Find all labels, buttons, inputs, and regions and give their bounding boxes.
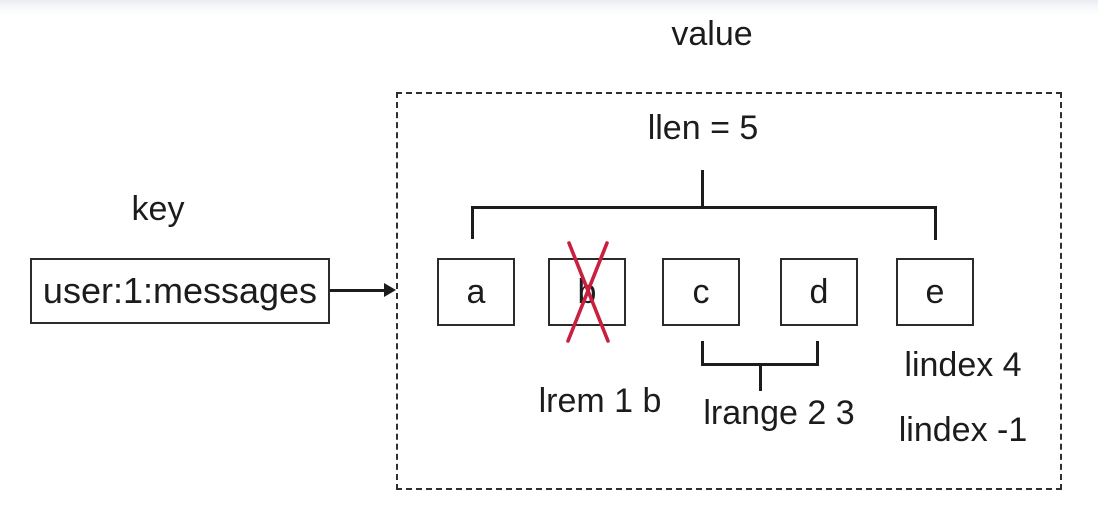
value-container xyxy=(396,92,1062,490)
removed-cross-icon xyxy=(566,241,610,343)
llen-bracket-horizontal xyxy=(471,206,937,209)
list-cell-c: c xyxy=(662,258,740,326)
key-label: key xyxy=(131,190,185,228)
list-cell-b: b xyxy=(548,258,626,326)
list-cell-d: d xyxy=(780,258,858,326)
llen-bracket-left-tick xyxy=(471,206,474,239)
list-cell-a-label: a xyxy=(466,272,486,311)
key-to-value-arrow-line xyxy=(330,289,386,292)
llen-bracket-stem xyxy=(701,170,704,209)
lindex-neg1-label: lindex -1 xyxy=(898,411,1028,449)
list-cell-c-label: c xyxy=(692,272,710,311)
llen-bracket-right-tick xyxy=(934,206,937,240)
lrange-label: lrange 2 3 xyxy=(703,394,855,432)
list-cell-e-label: e xyxy=(925,272,945,311)
key-box-text: user:1:messages xyxy=(42,270,318,311)
value-label: value xyxy=(671,15,753,53)
key-box: user:1:messages xyxy=(30,258,330,324)
list-cell-a: a xyxy=(437,258,515,326)
lrange-bracket-stem xyxy=(759,363,762,391)
list-cell-d-label: d xyxy=(809,272,829,311)
key-to-value-arrowhead-icon xyxy=(384,283,396,297)
llen-label: llen = 5 xyxy=(647,109,759,147)
lrem-label: lrem 1 b xyxy=(538,382,662,420)
top-gradient-band xyxy=(0,0,1098,16)
lrange-bracket-right-tick xyxy=(816,341,819,366)
list-cell-e: e xyxy=(896,258,974,326)
lindex-4-label: lindex 4 xyxy=(904,346,1022,384)
lrange-bracket-left-tick xyxy=(701,341,704,366)
